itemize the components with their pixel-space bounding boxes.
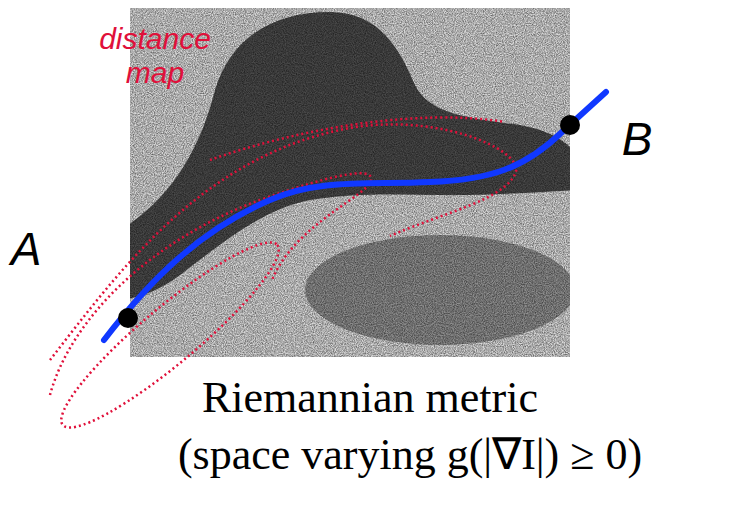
point-label: B xyxy=(622,112,653,166)
caption-line: Riemannian metric xyxy=(202,372,538,423)
annotation-label: distance map xyxy=(90,22,220,90)
point-b xyxy=(560,115,580,135)
caption-line: (space varying g(|∇I|) ≥ 0) xyxy=(178,428,642,480)
point-label: A xyxy=(11,222,42,276)
point-a xyxy=(118,308,138,328)
geodesic-path xyxy=(104,92,606,340)
